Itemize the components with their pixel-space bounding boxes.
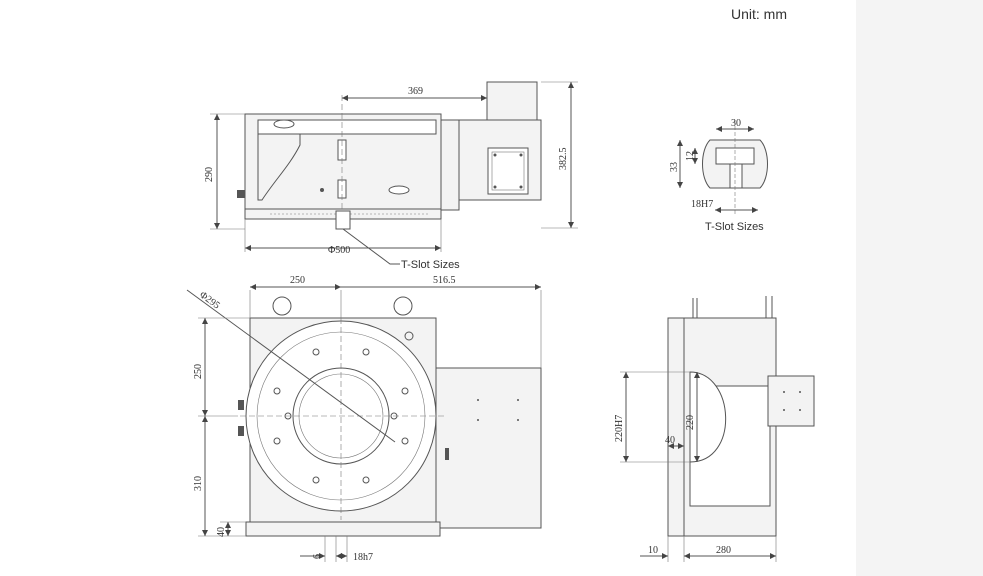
dim-phi295: Φ295 [197,290,222,312]
tslot-label-detail: T-Slot Sizes [705,221,764,233]
dim-280: 280 [716,545,731,556]
page-right-margin [856,0,983,576]
dim-18h7-bottom: 18h7 [353,552,373,563]
side-view: 220H7 220 40 10 280 [614,296,815,562]
top-view-curve [257,133,301,201]
dim-12: 12 [685,151,696,161]
dim-250-horizontal: 250 [290,275,305,286]
dim-18h7-detail: 18H7 [691,199,713,210]
dim-phi500: Φ500 [328,245,350,256]
dim-250-vertical: 250 [193,364,204,379]
dim-516-5: 516.5 [433,275,456,286]
front-motor [432,367,542,529]
dim-10: 10 [648,545,658,556]
dim-40-right: 40 [665,435,675,446]
unit-label: Unit: mm [731,6,787,22]
dim-220: 220 [685,415,696,430]
top-view: 369 382.5 290 Φ500 T-Slot Sizes [204,81,578,271]
dim-30: 30 [731,118,741,129]
dim-220h7: 220H7 [614,415,625,442]
dim-33: 33 [669,162,680,172]
dim-6: 6 [312,554,323,559]
dim-290: 290 [204,167,215,182]
tslot-label-main: T-Slot Sizes [401,259,460,271]
top-view-neck [440,119,460,211]
dim-310: 310 [193,476,204,491]
tslot-detail: 30 12 33 18H7 T-Slot Sizes [669,118,768,233]
front-view: 250 516.5 Φ295 250 310 40 6 18h7 [186,275,542,563]
dim-40-left: 40 [216,527,227,537]
top-view-top-rail [257,119,437,135]
motor-cap [486,81,538,123]
dim-382-5: 382.5 [558,148,569,171]
side-motor [767,375,815,427]
dim-369: 369 [408,86,423,97]
